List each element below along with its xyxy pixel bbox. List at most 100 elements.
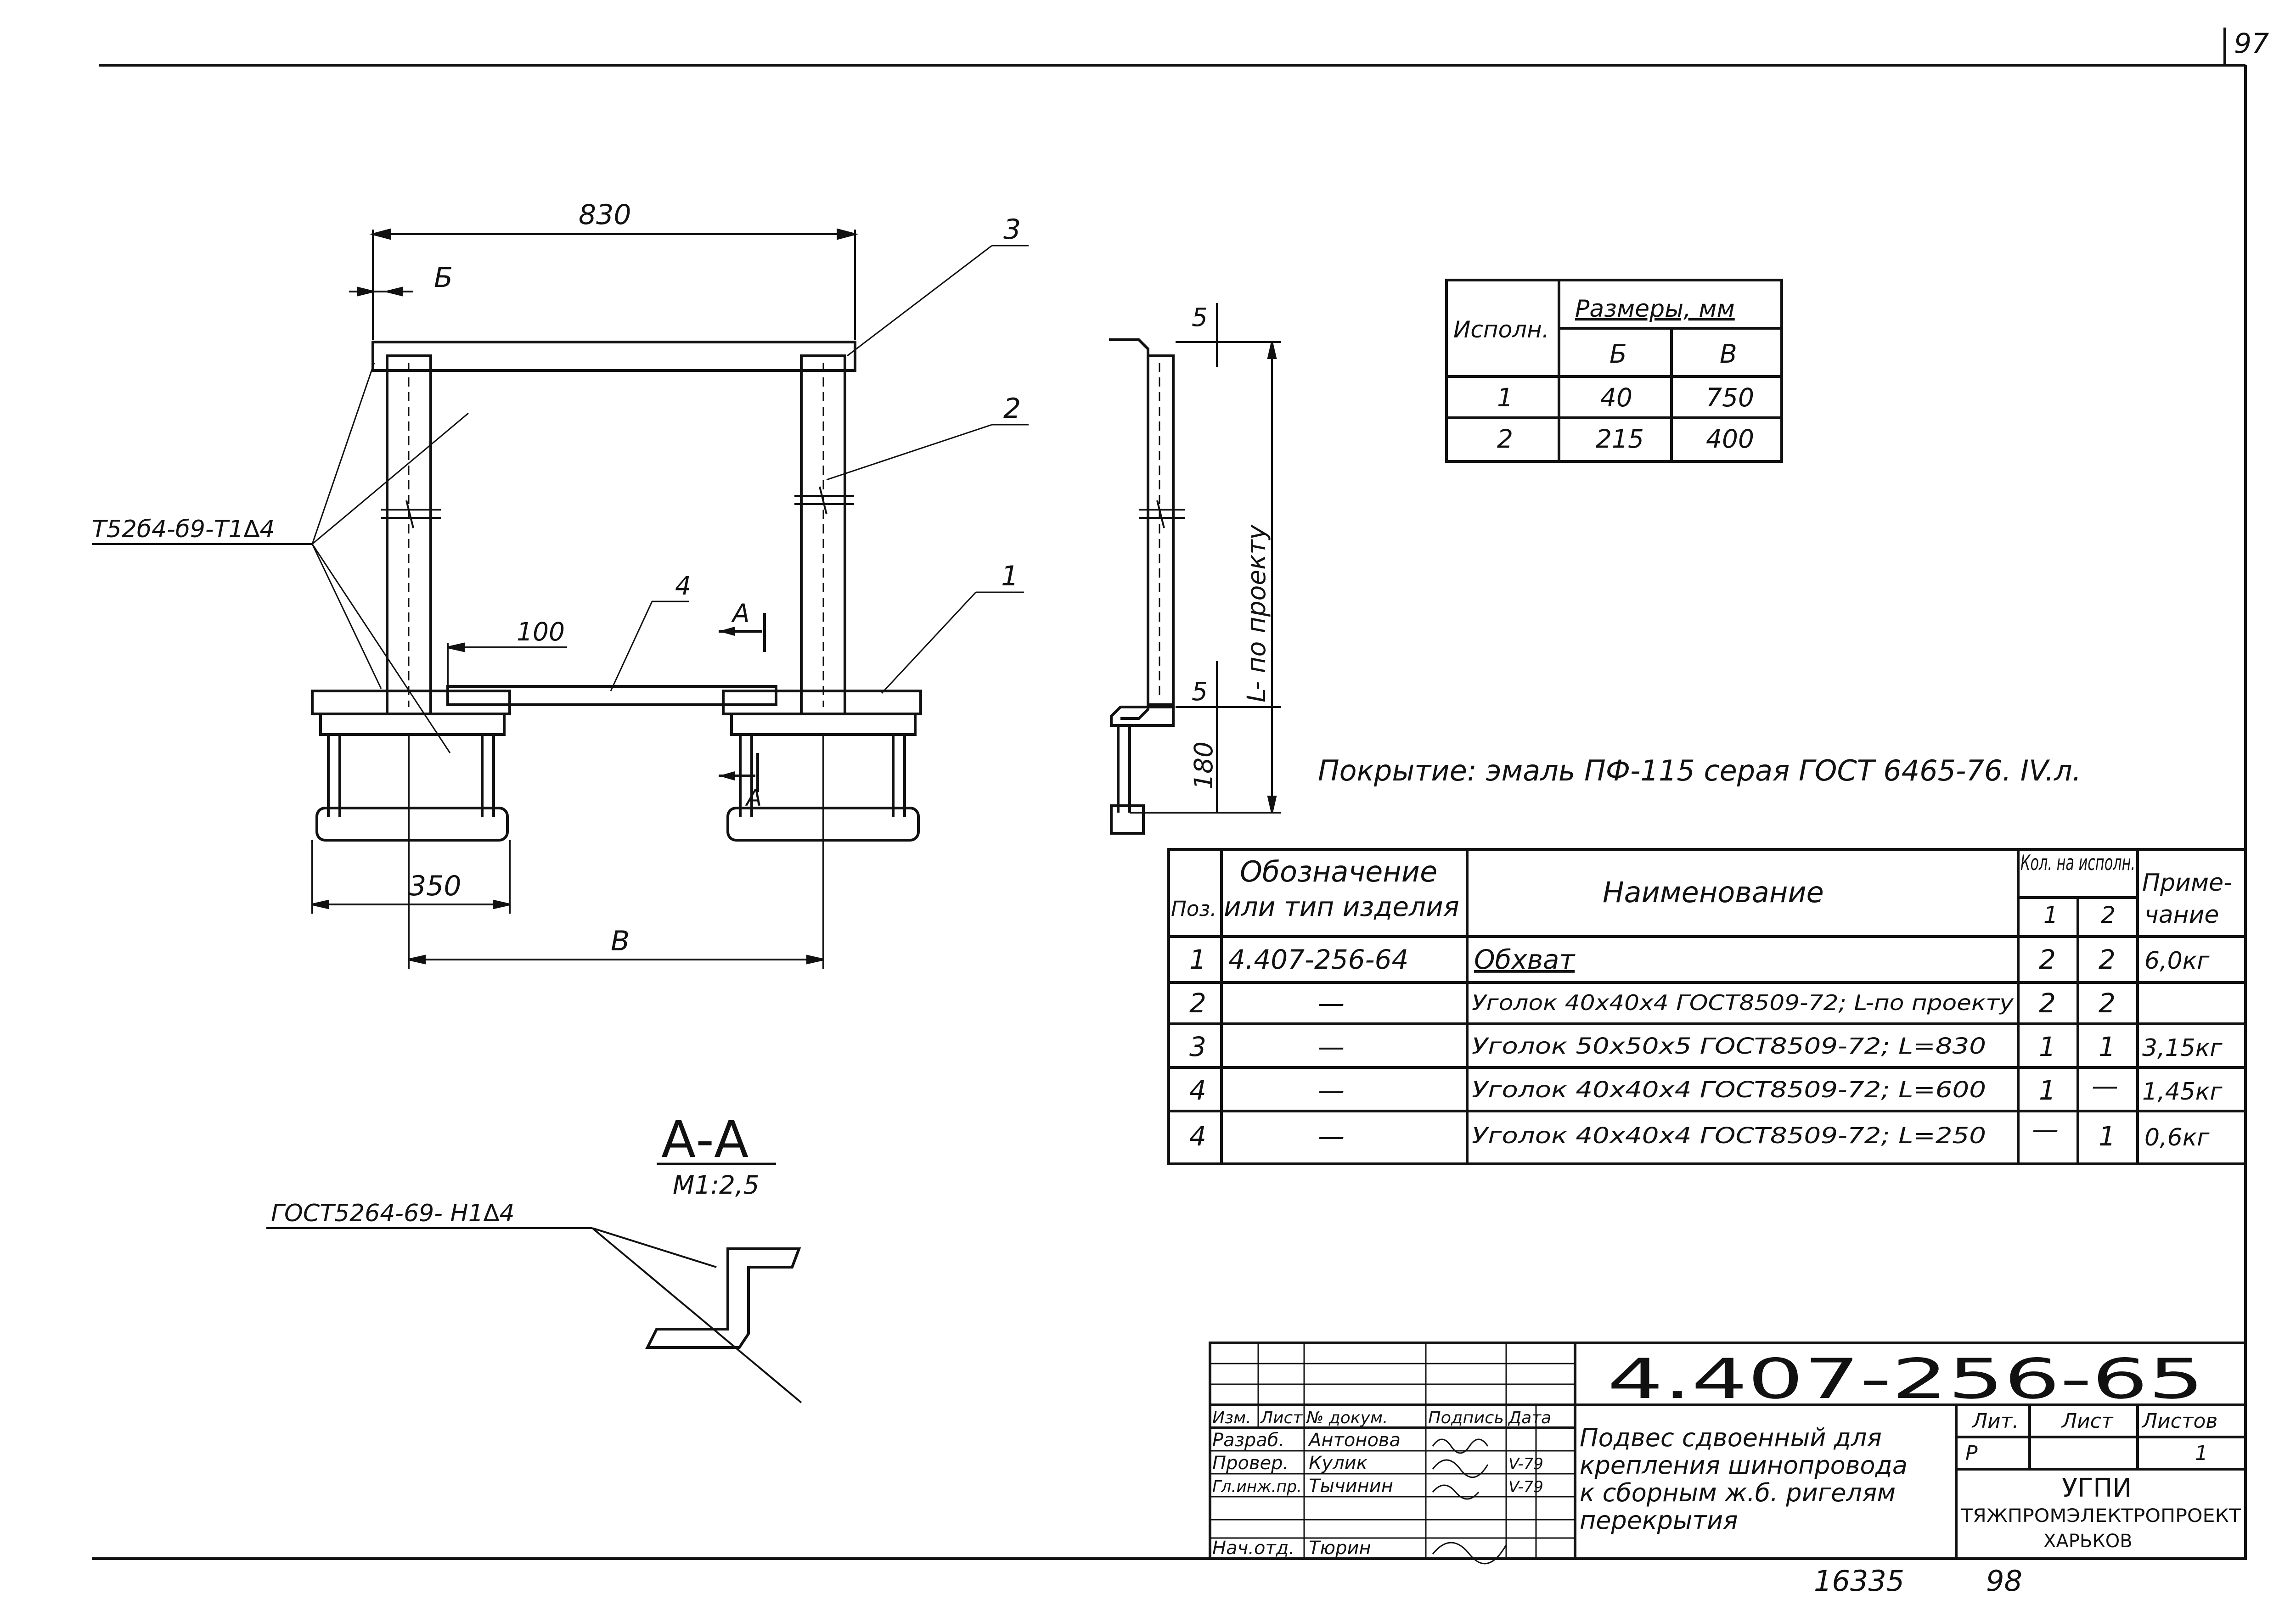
spec-row-designation: — (1318, 1031, 1345, 1062)
tb-role-3: Гл.инж.пр. (1212, 1477, 1302, 1496)
weld-note: Т52б4-б9-Т1∆4 (92, 516, 275, 543)
sheet-frame (92, 28, 2247, 1560)
spec-row-4: 4 — Уголок 40х40х4 ГОСТ8509-72; L=600 1 … (1189, 1070, 2223, 1106)
title-line-3: к сборным ж.б. ригелям (1580, 1478, 1896, 1507)
section-title: А-А (661, 1110, 748, 1169)
org-name-1: УГПИ (2062, 1473, 2132, 1503)
title-line-4: перекрытия (1580, 1506, 1738, 1535)
spec-row-note: 6,0кг (2144, 947, 2210, 975)
variants-row-2-v: 400 (1706, 424, 1754, 454)
tb-role-1: Разраб. (1212, 1430, 1284, 1451)
bottom-number-left: 16335 (1814, 1564, 1904, 1598)
page-number: 97 (2234, 28, 2269, 60)
spec-row-pos: 4 (1189, 1075, 1206, 1106)
dim-v-label: В (611, 925, 630, 957)
spec-row-pos: 1 (1189, 944, 1206, 975)
right-clamp (722, 690, 922, 842)
spec-row-name: Уголок 40х40х4 ГОСТ8509-72; L-по проекту (1472, 990, 2014, 1015)
spec-row-qty1: 2 (2039, 988, 2056, 1019)
tb-date-3: V-79 (1508, 1478, 1543, 1496)
spec-row-qty1: 1 (2039, 1031, 2056, 1062)
section-weld-note: ГОСТ5264-69- Н1∆4 (271, 1200, 515, 1227)
spec-row-designation: — (1318, 988, 1345, 1019)
spec-row-1: 1 4.407-256-64 Обхват 2 2 6,0кг (1189, 944, 2210, 975)
variants-row-2-b: 215 (1596, 424, 1644, 454)
lower-angle (446, 685, 777, 706)
spec-header-note-1: Приме- (2142, 869, 2232, 897)
spec-row-pos: 4 (1189, 1121, 1206, 1152)
dim-5-top: 5 (1192, 303, 1208, 332)
dim-350-label: 350 (409, 870, 461, 902)
org-name-3: ХАРЬКОВ (2043, 1531, 2133, 1552)
spec-row-qty2: — (2092, 1070, 2118, 1101)
pos-2-label: 2 (1003, 393, 1021, 425)
spec-row-name: Уголок 40х40х4 ГОСТ8509-72; L=600 (1472, 1077, 1986, 1103)
doc-code: 4.407-256-65 (1607, 1347, 2204, 1411)
spec-row-designation: — (1318, 1075, 1345, 1106)
tb-name-3: Тычинин (1309, 1476, 1393, 1497)
dim-830-label: 830 (579, 199, 631, 231)
spec-row-note: 3,15кг (2142, 1034, 2223, 1062)
spec-row-name: Уголок 50х50х5 ГОСТ8509-72; L=830 (1472, 1033, 1986, 1059)
spec-row-designation: — (1318, 1121, 1345, 1152)
spec-row-note: 0,6кг (2144, 1124, 2210, 1151)
spec-row-qty1: 2 (2039, 944, 2056, 975)
dim-b-label: Б (434, 262, 453, 294)
dim-180: 180 (1189, 741, 1218, 790)
spec-table: Поз. Обозначение или тип изделия Наимено… (1167, 848, 2247, 1165)
spec-header-qty-1: 1 (2043, 902, 2058, 928)
spec-row-note: 1,45кг (2142, 1078, 2223, 1106)
title-line-2: крепления шинопровода (1580, 1451, 1908, 1480)
spec-row-5: 4 — Уголок 40х40х4 ГОСТ8509-72; L=250 — … (1189, 1114, 2210, 1152)
spec-row-name: Уголок 40х40х4 ГОСТ8509-72; L=250 (1472, 1123, 1986, 1149)
spec-header-designation-1: Обозначение (1240, 855, 1437, 888)
dim-length: L- по проекту (1242, 524, 1271, 702)
tb-lit-value: Р (1965, 1442, 1978, 1465)
tb-sheets-value: 1 (2195, 1442, 2208, 1465)
variants-row-1-variant: 1 (1497, 383, 1513, 412)
variants-header-b: Б (1609, 339, 1627, 369)
variants-header-variant: Исполн. (1453, 316, 1549, 343)
variants-row-2-variant: 2 (1497, 424, 1513, 454)
spec-header-pos: Поз. (1171, 897, 1217, 921)
org-name-2: ТЯЖПРОМЭЛЕКТРОПРОЕКТ (1960, 1505, 2241, 1527)
tb-header-date: Дата (1508, 1409, 1551, 1427)
variants-header-v: В (1720, 339, 1737, 369)
spec-row-pos: 3 (1189, 1031, 1206, 1062)
dim-100-label: 100 (517, 617, 565, 646)
variants-row-1-b: 40 (1600, 383, 1632, 412)
dim-830 (369, 228, 859, 340)
spec-header-designation-2: или тип изделия (1224, 891, 1459, 922)
tb-name-2: Кулик (1309, 1453, 1367, 1474)
spec-row-qty1: 1 (2039, 1075, 2056, 1106)
spec-row-designation: 4.407-256-64 (1228, 944, 1408, 975)
spec-row-pos: 2 (1189, 988, 1206, 1019)
variants-table: Исполн. Размеры, мм Б В 1 40 750 2 215 4… (1445, 279, 1783, 463)
bottom-number-right: 98 (1986, 1564, 2022, 1598)
side-view: 5 5 180 L- по проекту (1109, 303, 1281, 835)
tb-header-lit: Лит. (1971, 1409, 2019, 1433)
title-block: 4.407-256-65 Изм. Лист № докум. Подпись … (1209, 1342, 2247, 1565)
top-beam (371, 341, 856, 372)
tb-name-4: Тюрин (1309, 1538, 1371, 1559)
pos-1-label: 1 (1001, 560, 1019, 592)
section-a-a: А-А М1:2,5 ГОСТ5264-69- Н1∆4 (266, 1110, 802, 1404)
spec-row-qty2: 2 (2099, 944, 2116, 975)
left-clamp (311, 690, 511, 842)
pos-3-label: 3 (1003, 213, 1021, 246)
tb-header-sign: Подпись (1428, 1409, 1504, 1427)
tb-name-1: Антонова (1307, 1430, 1401, 1451)
variants-header-sizes: Размеры, мм (1575, 295, 1735, 323)
pos-4-label: 4 (675, 571, 691, 601)
spec-row-qty2: 2 (2099, 988, 2116, 1019)
signatures (1432, 1438, 1507, 1565)
title-line-1: Подвес сдвоенный для (1580, 1423, 1882, 1452)
tb-header-sheet: Лист (2061, 1409, 2114, 1433)
tb-role-4: Нач.отд. (1212, 1538, 1294, 1559)
spec-row-name: Обхват (1474, 944, 1576, 975)
spec-header-qty-2: 2 (2101, 902, 2116, 928)
section-mark-bottom: А (745, 785, 762, 811)
spec-row-qty2: 1 (2099, 1031, 2116, 1062)
coating-note: Покрытие: эмаль ПФ-115 серая ГОСТ 6465-7… (1318, 754, 2081, 787)
